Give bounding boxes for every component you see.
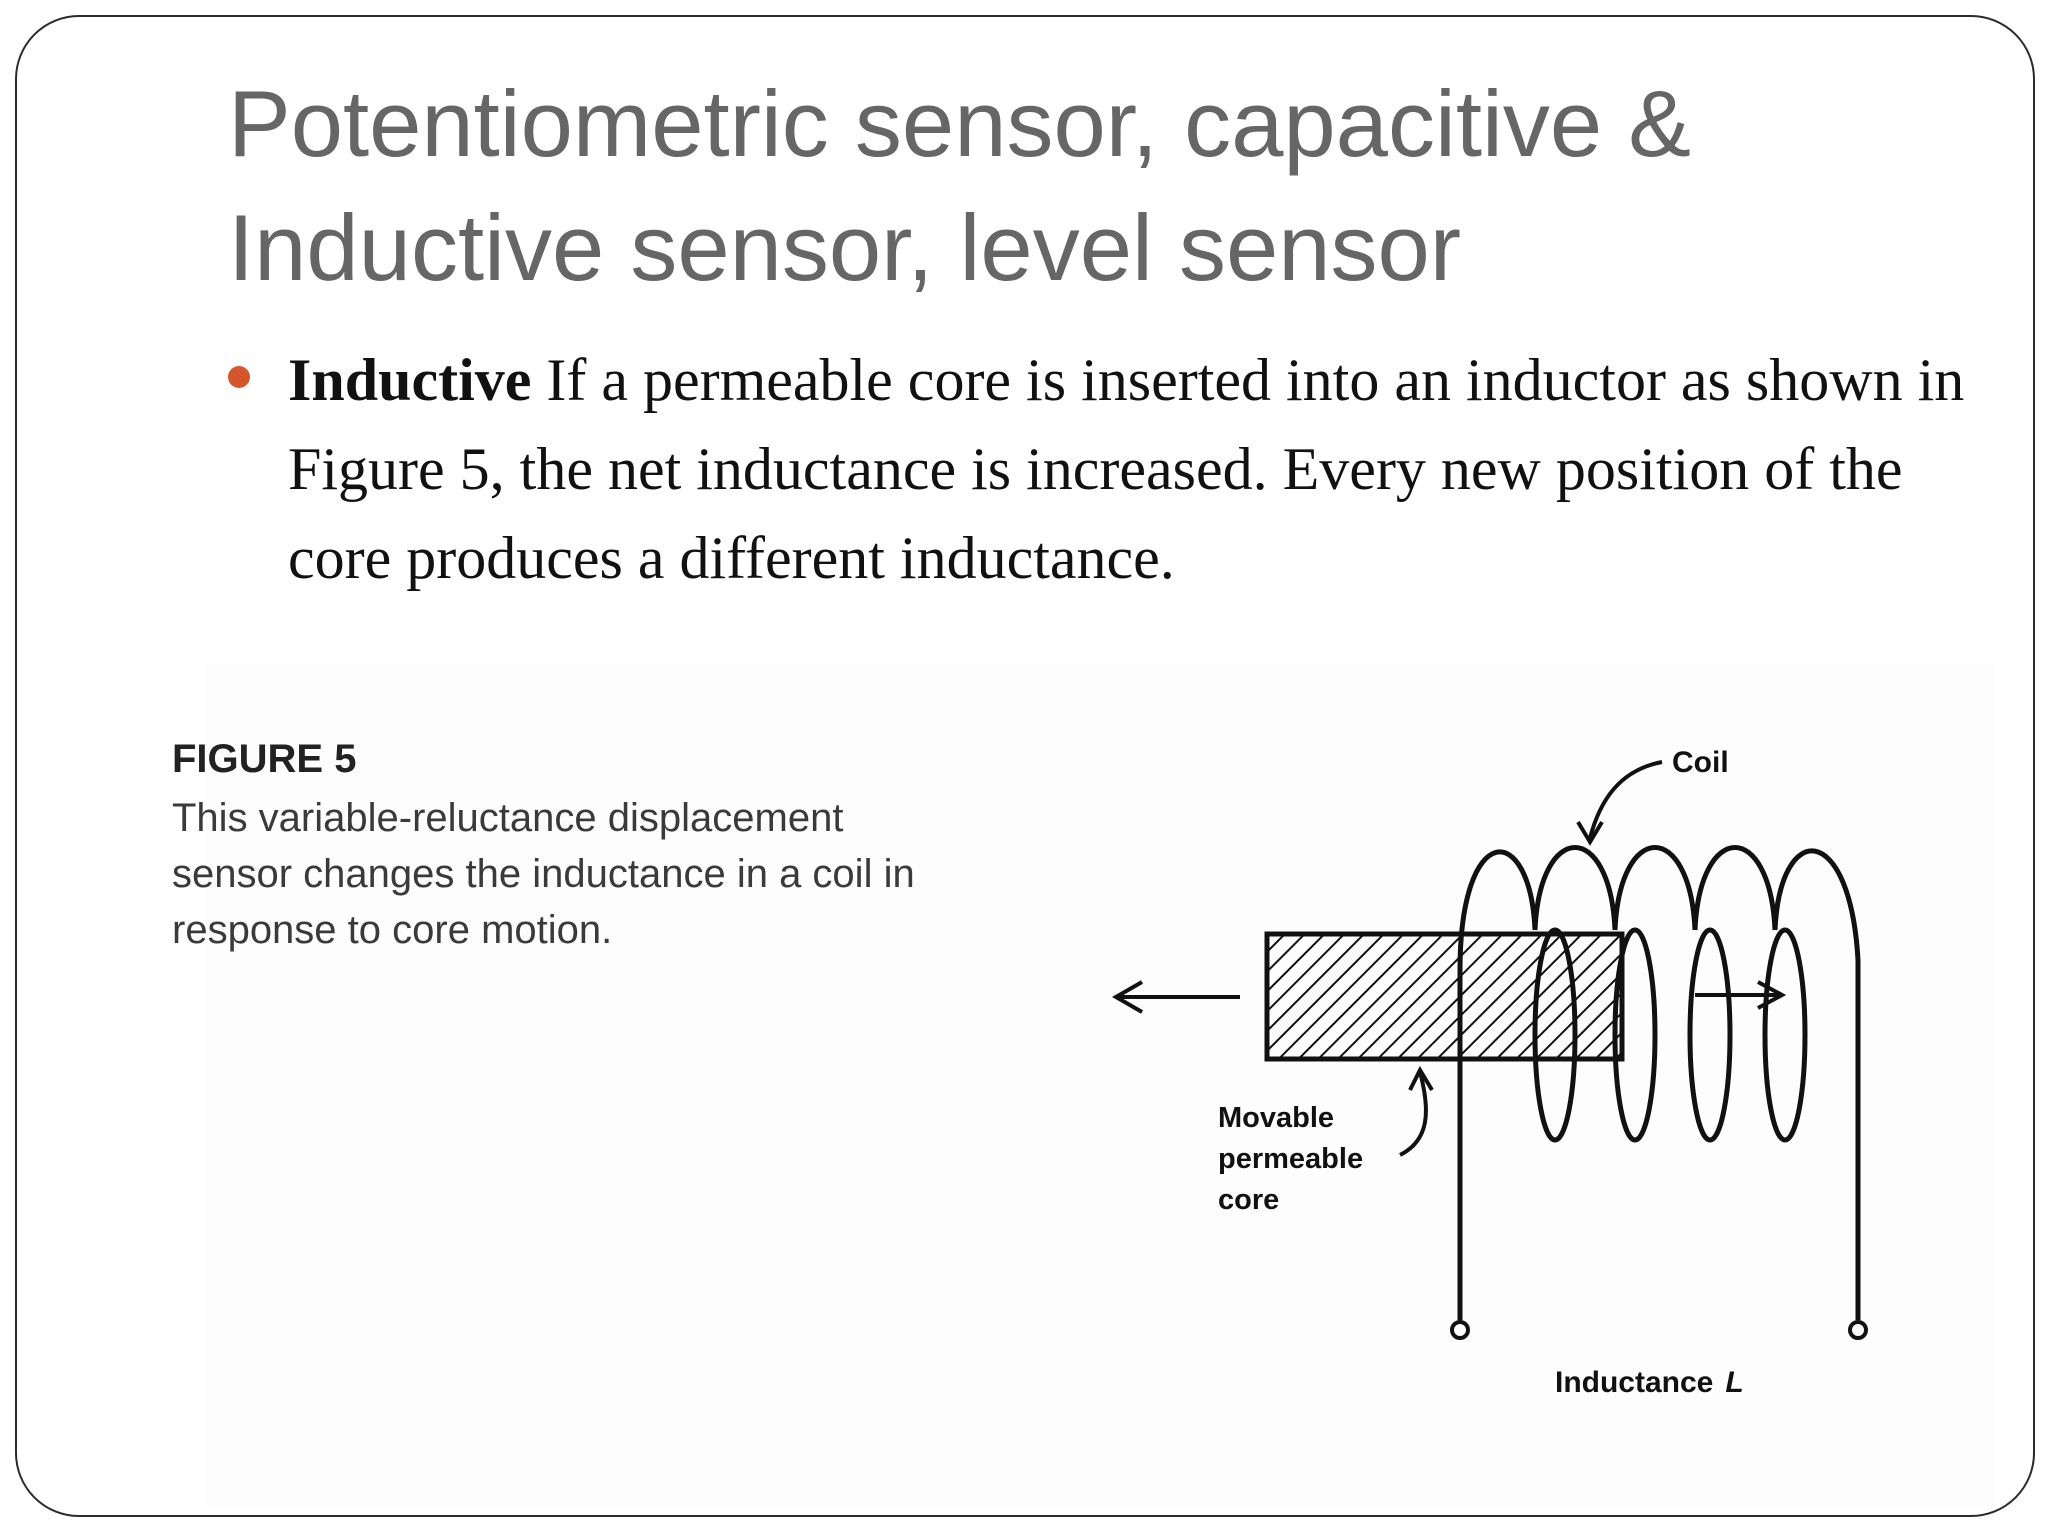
bullet-bold-term: Inductive <box>288 347 532 413</box>
figure-heading: FIGURE 5 <box>172 737 357 781</box>
inductance-label-text: Inductance <box>1555 1366 1713 1399</box>
coil <box>1457 845 1861 1320</box>
motion-arrow-right <box>1695 980 1787 1010</box>
permeable-core <box>1264 931 1625 1062</box>
coil-label: Coil <box>1672 746 1729 779</box>
bullet-body: If a permeable core is inserted into an … <box>288 347 1965 591</box>
core-label-line-3: core <box>1218 1184 1279 1216</box>
coil-pointer <box>1588 760 1663 839</box>
motion-arrow-left <box>1111 980 1240 1014</box>
figure-caption: FIGURE 5 This variable-reluctance displa… <box>172 737 1072 958</box>
title-line-1: Potentiometric sensor, capacitive & <box>228 71 1691 176</box>
terminal-left-icon <box>1450 1320 1470 1340</box>
core-label-line-1: Movable <box>1218 1102 1334 1134</box>
terminal-right-icon <box>1848 1320 1868 1340</box>
caption-line-1: This variable-reluctance displacement <box>172 796 844 840</box>
caption-line-3: response to core motion. <box>172 908 613 952</box>
bullet-text: Inductive If a permeable core is inserte… <box>288 336 1968 603</box>
slide-title: Potentiometric sensor, capacitive & Indu… <box>228 62 1928 310</box>
caption-line-2: sensor changes the inductance in a coil … <box>172 852 915 896</box>
core-label-line-2: permeable <box>1218 1143 1363 1175</box>
inductance-symbol: L <box>1725 1366 1743 1399</box>
title-line-2: Inductive sensor, level sensor <box>228 195 1462 300</box>
figure-background <box>205 662 1995 1507</box>
figure-caption-body: This variable-reluctance displacement se… <box>172 790 1072 958</box>
inductance-label: Inductance L <box>1555 1366 1744 1399</box>
bullet-dot-icon <box>228 366 250 388</box>
core-pointer <box>1399 1071 1428 1157</box>
